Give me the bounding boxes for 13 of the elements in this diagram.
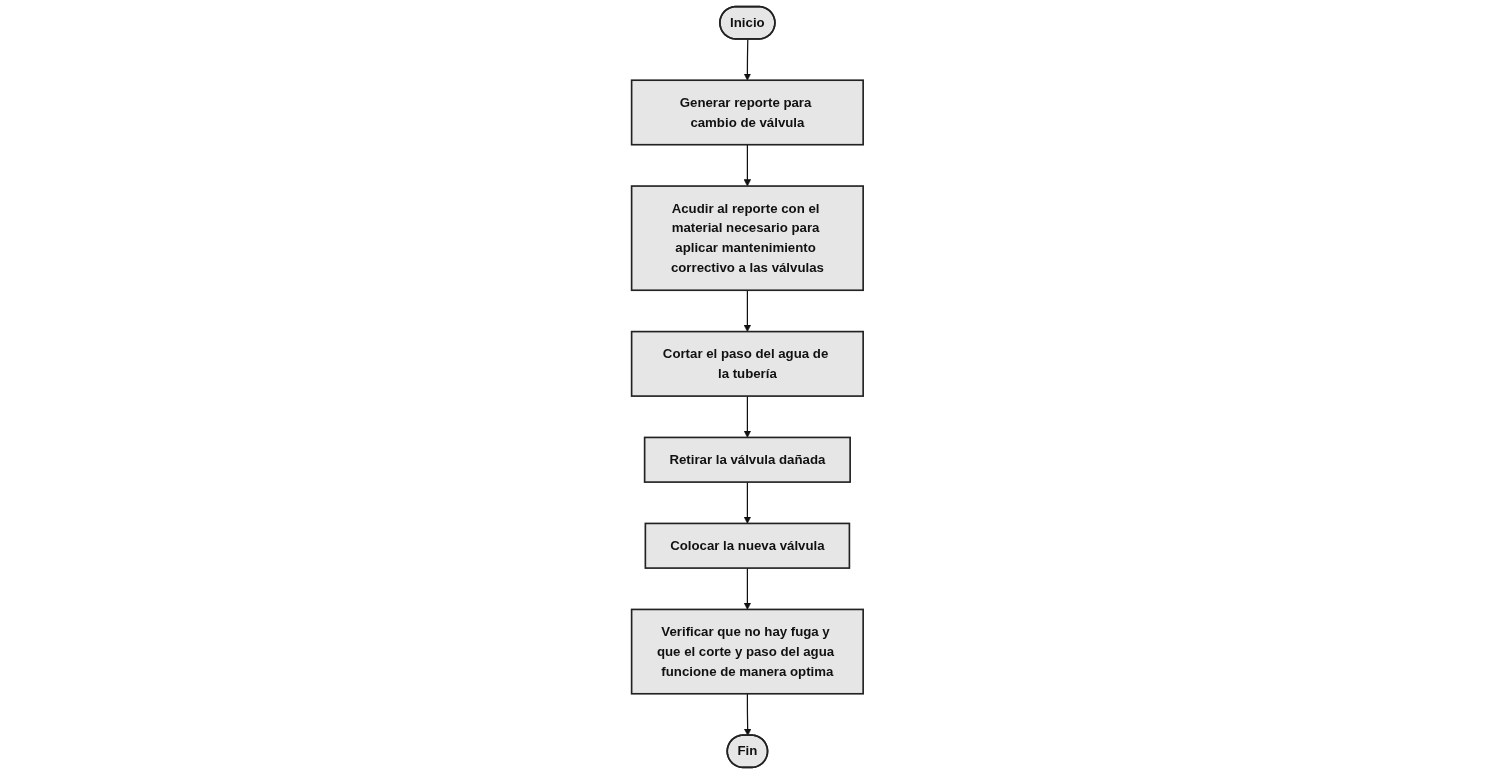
- arrow: [743, 567, 752, 610]
- node-box: Generar reporte para cambio de válvula: [630, 79, 865, 146]
- node-box: Acudir al reporte con el material necesario para aplicar mantenimiento correctivo a las válvulas: [630, 185, 865, 292]
- arrow: [743, 144, 752, 187]
- node-box: Retirar la válvula dañada: [643, 436, 852, 483]
- arrow: [743, 38, 752, 81]
- arrow: [744, 693, 752, 736]
- node-box: Cortar el paso del agua de la tubería: [630, 330, 865, 397]
- node-box: Verificar que no hay fuga y que el corte y paso del agua funcione de manera optima: [630, 608, 865, 695]
- node-box: Colocar la nueva válvula: [644, 522, 851, 569]
- arrow: [743, 289, 752, 332]
- arrow: [743, 481, 752, 524]
- arrow: [743, 395, 752, 438]
